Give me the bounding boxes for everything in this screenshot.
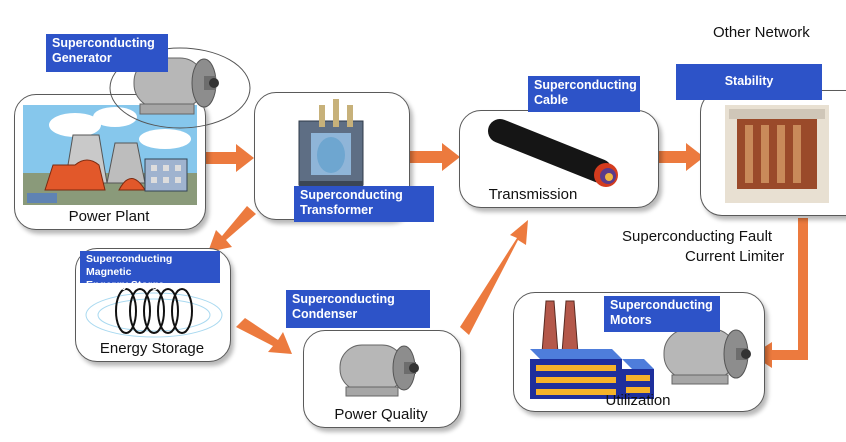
condenser-motor-icon — [339, 344, 419, 397]
other-network-label: Other Network — [713, 24, 810, 41]
factory-illustration — [530, 300, 751, 399]
transformer-tag: Superconducting Transformer — [294, 186, 434, 222]
transformer-illustration — [298, 99, 364, 189]
coil-illustration — [85, 288, 223, 338]
arrow-plant-to-transformer — [206, 144, 254, 172]
stability-tag: Stability — [676, 64, 822, 100]
utilization-motor-icon — [663, 328, 751, 385]
transmission-box — [459, 110, 659, 208]
fault-limiter-illustration — [725, 105, 829, 203]
energy-storage-tag: Superconducting Magnetic Engergy Storge — [80, 251, 220, 291]
generator-tag: Superconducting Generator — [46, 34, 168, 72]
fault-limiter-label-2: Current Limiter — [685, 248, 785, 265]
power-quality-caption: Power Quality — [334, 406, 428, 423]
arrow-transformer-to-storage — [208, 206, 256, 252]
arrow-cable-to-stability — [656, 143, 704, 171]
energy-storage-caption: Energy Storage — [99, 340, 205, 357]
utilization-caption: Utilization — [605, 392, 671, 409]
arrow-transformer-to-cable — [410, 143, 460, 171]
transmission-caption: Transmission — [488, 186, 578, 203]
arrow-condenser-to-cable — [460, 220, 528, 335]
arrow-storage-to-condenser — [236, 318, 292, 354]
power-plant-caption: Power Plant — [68, 208, 150, 225]
cable-illustration — [488, 119, 618, 187]
motors-tag: Superconducting Motors — [604, 296, 720, 332]
stability-box — [700, 90, 846, 216]
condenser-box — [303, 330, 461, 428]
utilization-box — [513, 292, 765, 412]
cable-tag: Superconducting Cable — [528, 76, 640, 112]
condenser-tag: Superconducting Condenser — [286, 290, 430, 328]
fault-limiter-label-1: Superconducting Fault — [622, 228, 773, 245]
